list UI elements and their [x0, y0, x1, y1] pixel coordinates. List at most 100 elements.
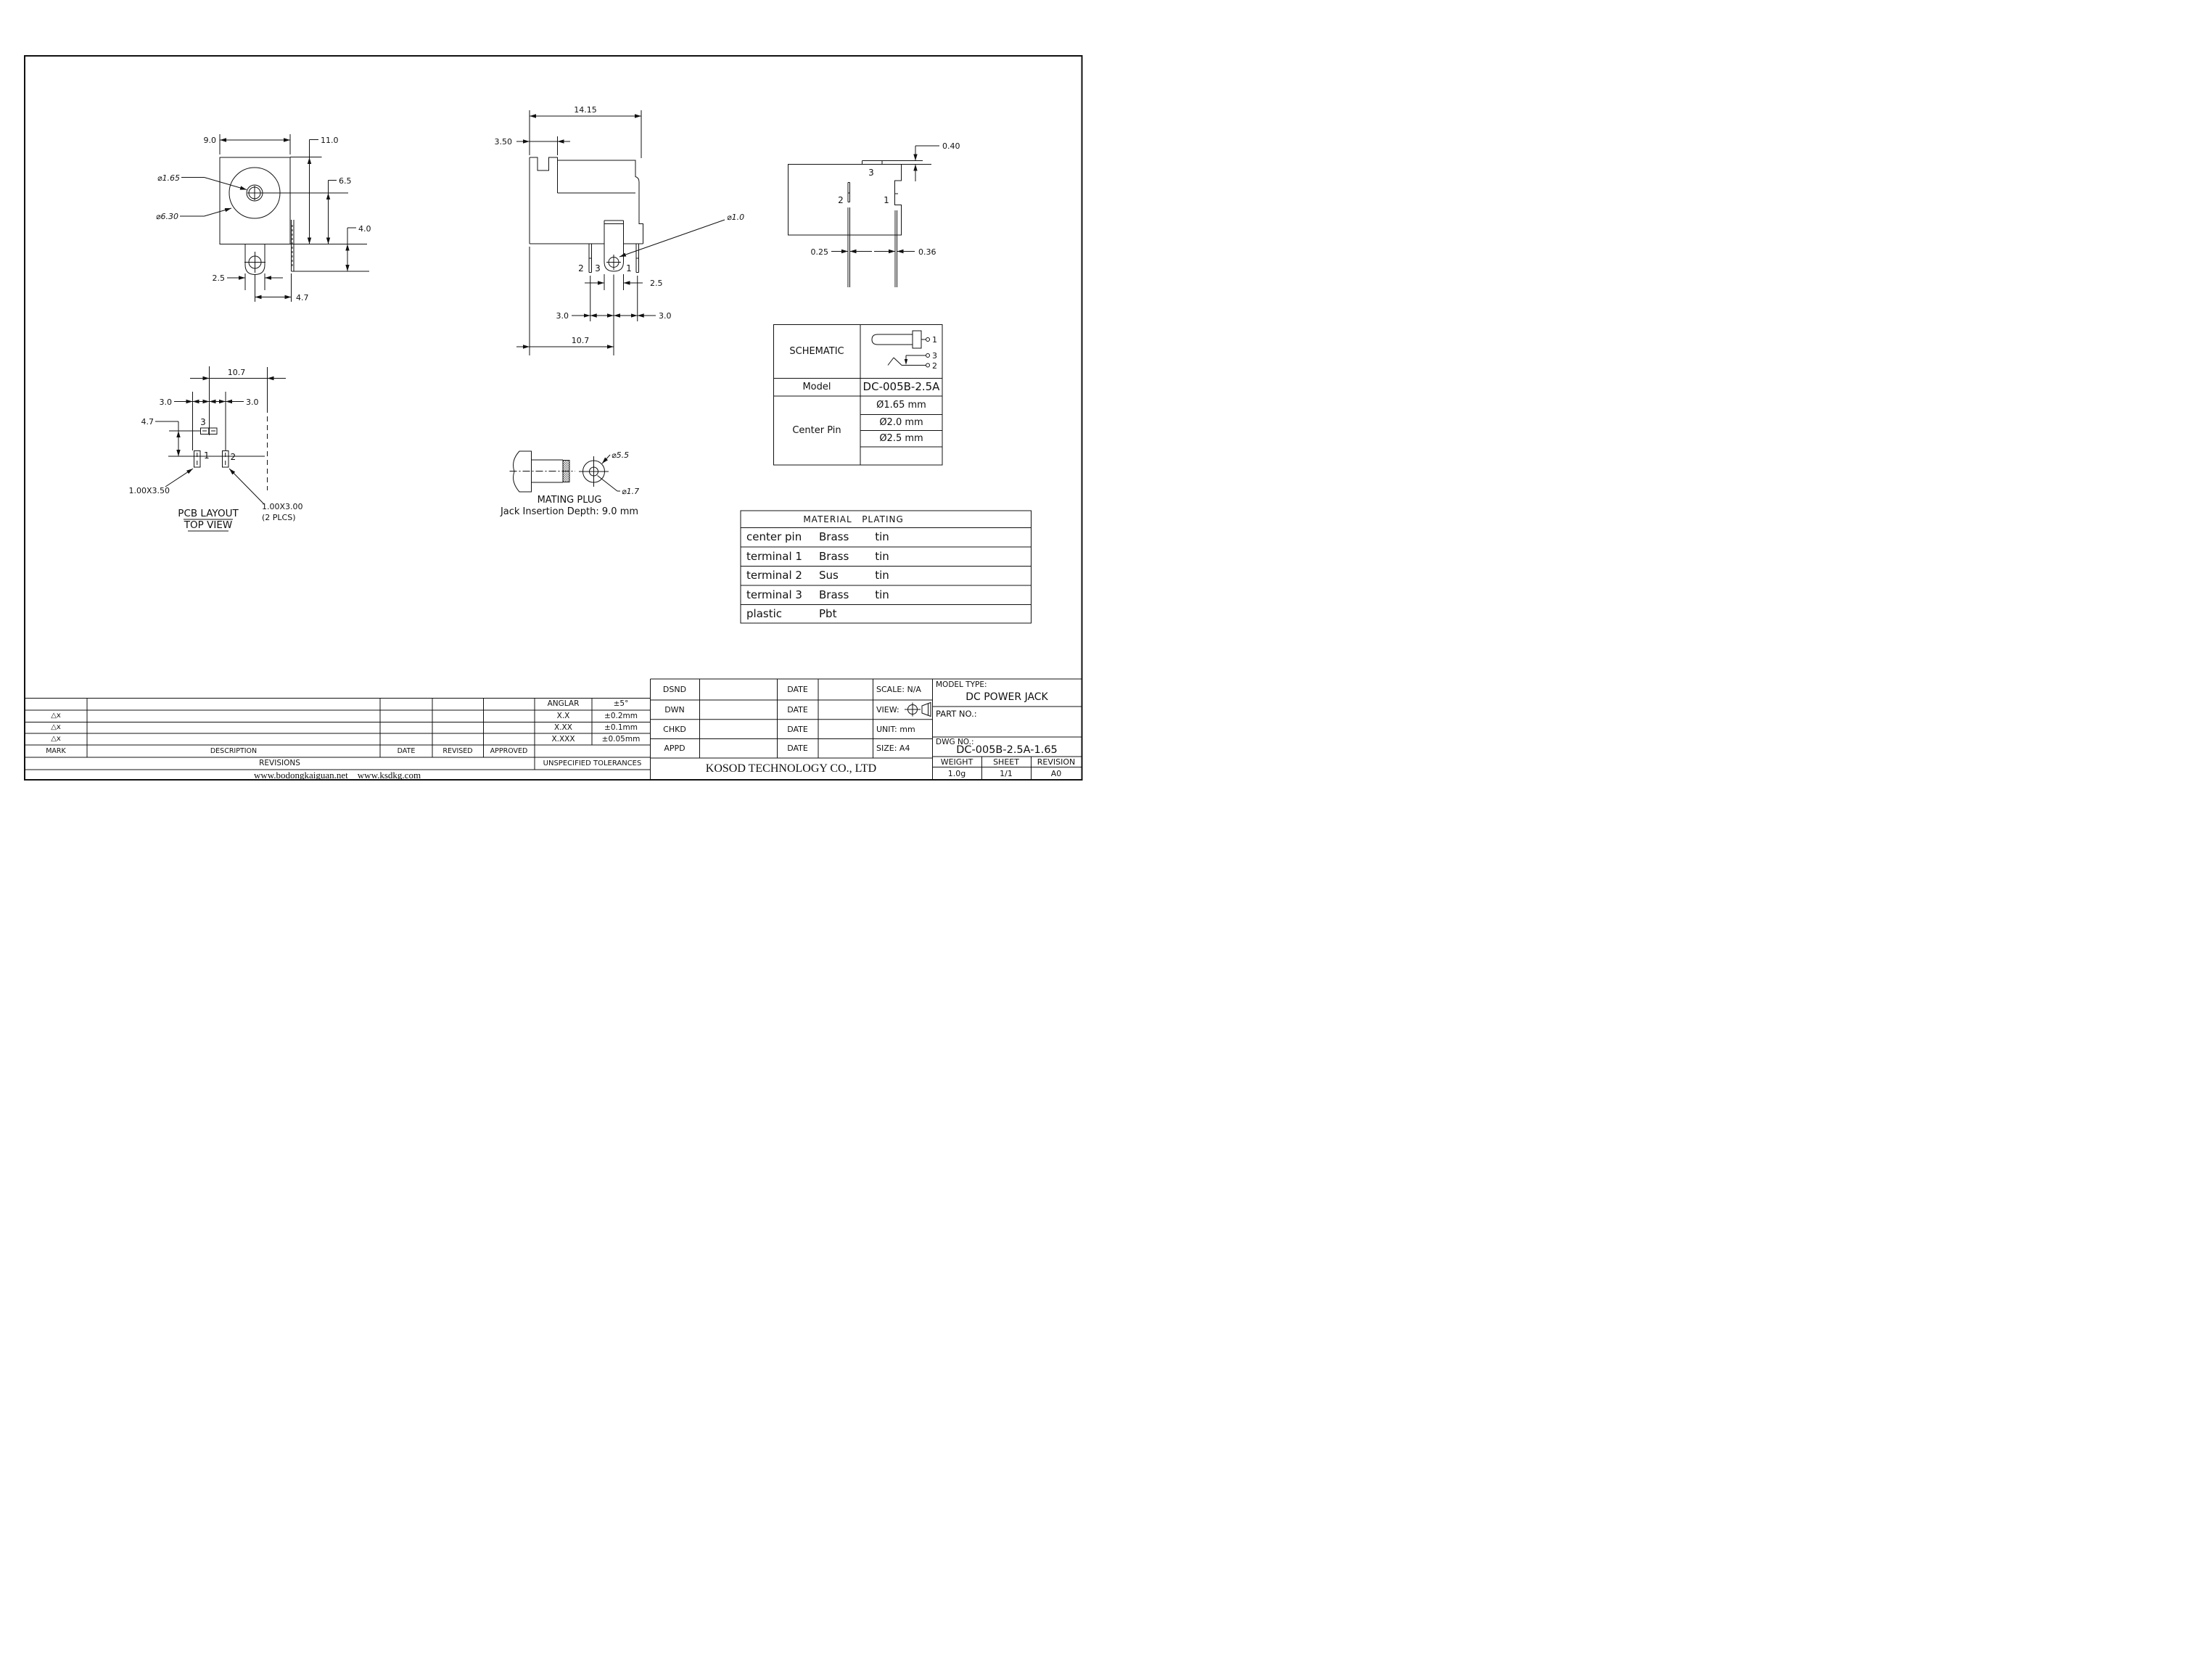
model-value: DC-005B-2.5A	[862, 380, 940, 393]
tolerance-label: X.X	[556, 711, 570, 720]
rear-view	[788, 145, 939, 287]
mating-plug-title: MATING PLUG	[538, 495, 602, 506]
mating-plug-text: ⌀5.5 ⌀1.7 MATING PLUG Jack Insertion Dep…	[500, 450, 639, 517]
dim-pitch-right: 3.0	[659, 311, 672, 321]
dim-center-offset: 10.7	[228, 368, 246, 377]
tolerance-value: ±0.1mm	[604, 722, 638, 732]
dia-outer: ⌀5.5	[612, 450, 629, 460]
plating-header: PLATING	[862, 514, 904, 524]
revised-header: REVISED	[442, 746, 473, 755]
material-row-part: terminal 2	[746, 569, 802, 582]
dim-pitch-right: 3.0	[246, 398, 259, 407]
material-row-part: terminal 3	[746, 588, 802, 601]
material-row-plating: tin	[875, 530, 889, 543]
size-value: SIZE: A4	[876, 744, 910, 753]
terminal-3-label: 3	[595, 263, 601, 273]
model-type-value: DC POWER JACK	[965, 691, 1048, 703]
front-view	[180, 134, 369, 302]
pad-3-label: 3	[200, 417, 206, 427]
date-label: DATE	[787, 705, 808, 715]
dsnd-label: DSND	[662, 685, 687, 694]
material-row-plating: tin	[875, 569, 889, 582]
dwg-no-value: DC-005B-2.5A-1.65	[956, 744, 1058, 757]
date-header: DATE	[397, 746, 416, 755]
rear-view-dimensions: 3 2 1 0.40 0.25 0.36	[811, 141, 960, 257]
pcb-view-subtitle: TOP VIEW	[184, 519, 232, 531]
schematic-pin-2: 2	[932, 361, 937, 371]
dim-t1-width: 0.36	[918, 247, 936, 257]
dim-pitch-left: 3.0	[556, 311, 569, 321]
dia-inner: ⌀1.7	[622, 487, 639, 496]
revision-value: A0	[1050, 768, 1062, 778]
pad-1-size: 1.00X3.50	[128, 486, 170, 495]
weight-value: 1.0g	[947, 768, 966, 778]
dim-pin-width: 2.5	[213, 273, 226, 283]
tolerance-label: X.XXX	[551, 734, 575, 744]
tolerance-value: ±0.05mm	[601, 734, 641, 744]
terminal-1-label: 1	[626, 263, 632, 273]
tolerance-value: ±0.2mm	[604, 711, 638, 720]
delta-mark: △x	[51, 723, 61, 731]
date-label: DATE	[787, 744, 808, 753]
appd-label: APPD	[664, 744, 685, 753]
schematic-table-label: SCHEMATIC	[789, 345, 844, 357]
revisions-title: REVISIONS	[259, 759, 300, 768]
company-name: KOSOD TECHNOLOGY CO., LTD	[705, 762, 877, 775]
front-view-dimensions: 9.0 11.0 6.5 4.0 2.5 4.7 ⌀1.65 ⌀6.30	[156, 136, 371, 302]
terminal-3-label: 3	[868, 168, 874, 178]
dim-center-height: 6.5	[339, 176, 352, 186]
material-row-part: center pin	[746, 530, 802, 543]
schematic-pin-3: 3	[932, 351, 937, 361]
material-row-plating: tin	[875, 549, 889, 563]
date-label: DATE	[787, 685, 808, 694]
pcb-view-dimensions: 10.7 3.0 3.0 4.7 3 1 2 1.00X3.50 1.00X3.…	[128, 368, 302, 531]
unit-value: UNIT: mm	[876, 724, 915, 734]
schematic-pin-labels: 1 3 2	[932, 335, 937, 371]
center-pin-label: Center Pin	[792, 425, 841, 436]
weight-header: WEIGHT	[940, 757, 973, 767]
terminal-1-label: 1	[884, 195, 889, 205]
dim-vertical: 4.7	[141, 417, 155, 427]
schematic-symbol	[871, 330, 930, 368]
schematic-pin-1: 1	[932, 335, 937, 345]
part-no-label: PART NO.:	[936, 709, 977, 720]
material-row-plating: tin	[875, 588, 889, 601]
pcb-view	[155, 366, 286, 532]
dwn-label: DWN	[664, 705, 685, 715]
delta-mark: △x	[51, 712, 61, 720]
pad-2-note: (2 PLCS)	[262, 513, 296, 522]
dim-pitch-left: 3.0	[160, 398, 173, 407]
center-pin-size-3: Ø2.5 mm	[879, 433, 923, 444]
pad-2-size: 1.00X3.00	[262, 502, 303, 511]
dim-tab-height: 0.40	[942, 141, 960, 151]
terminal-2-label: 2	[578, 263, 584, 273]
dia-center-pin: ⌀1.65	[157, 173, 180, 183]
drawing-sheet: SCHEMATIC Model DC-005B-2.5A Center Pin …	[0, 0, 1106, 840]
material-row-plating	[846, 604, 918, 623]
side-view	[516, 110, 725, 355]
mating-plug-view	[509, 450, 620, 493]
dim-pin-offset: 4.7	[296, 293, 309, 302]
sheet-value: 1/1	[1000, 768, 1013, 778]
description-header: DESCRIPTION	[210, 746, 258, 755]
pcb-view-title: PCB LAYOUT	[178, 508, 239, 519]
mark-header: MARK	[46, 746, 66, 755]
approved-header: APPROVED	[490, 746, 528, 755]
dim-height: 11.0	[321, 136, 339, 145]
scale-value: SCALE: N/A	[876, 685, 921, 694]
view-label: VIEW:	[876, 705, 899, 715]
mating-plug-note: Jack Insertion Depth: 9.0 mm	[500, 506, 638, 517]
side-view-dimensions: 14.15 3.50 ⌀1.0 2 3 1 2.5 3.0 3.0 10.7	[495, 105, 745, 345]
material-row-part: plastic	[746, 606, 782, 620]
dim-center-offset: 10.7	[572, 336, 590, 345]
pad-2-label: 2	[231, 452, 236, 462]
dim-width: 9.0	[204, 136, 217, 145]
dim-notch: 3.50	[495, 137, 513, 147]
delta-mark: △x	[51, 735, 61, 743]
dia-hole: ⌀1.0	[727, 213, 744, 222]
pad-1-label: 1	[204, 450, 210, 461]
dim-pin-width: 2.5	[650, 279, 663, 288]
sheet-header: SHEET	[993, 757, 1019, 767]
dim-width: 14.15	[574, 105, 597, 115]
unspecified-tolerances-title: UNSPECIFIED TOLERANCES	[543, 759, 642, 767]
